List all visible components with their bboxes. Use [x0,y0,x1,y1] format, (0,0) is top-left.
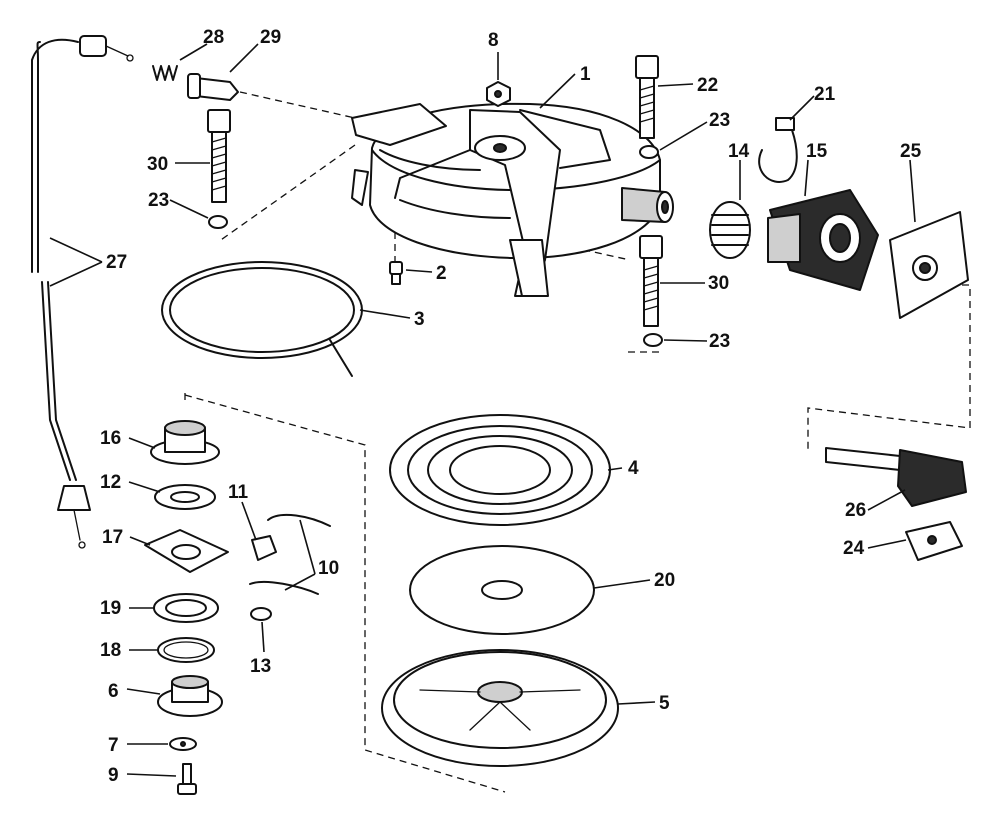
callout-17: 17 [102,527,123,548]
callout-12: 12 [100,472,121,493]
insert-part [905,521,963,561]
callout-6: 6 [108,681,119,702]
callout-4: 4 [628,458,639,479]
callout-16: 16 [100,428,121,449]
pulley-part [381,649,619,767]
callout-9: 9 [108,765,119,786]
cable-part [31,35,134,549]
callout-2: 2 [436,263,447,284]
callout-26: 26 [845,500,866,521]
callout-10: 10 [318,558,339,579]
callout-23-bottom: 23 [709,331,730,352]
washer-12-part [154,484,216,510]
callout-13: 13 [250,656,271,677]
recoil-spring-part [389,414,611,526]
callout-29: 29 [260,27,281,48]
gasket-part [144,529,229,573]
screw-part [389,261,403,285]
callout-3: 3 [414,309,425,330]
ring-part [157,637,215,663]
seal-part [153,593,219,623]
spring-part [152,65,178,81]
callout-8: 8 [488,30,499,51]
callout-7: 7 [108,735,119,756]
callout-22: 22 [697,75,718,96]
disc-part [409,545,595,635]
callout-28: 28 [203,27,224,48]
plate-part [889,211,969,319]
screw-9-part [177,763,197,795]
pawl-spring-part [249,513,331,595]
bolt-30-part [639,235,663,327]
spring-14-part [709,201,751,259]
callout-30-lower: 30 [708,273,729,294]
callout-labels: 1 2 3 4 5 6 7 8 9 10 11 12 13 14 15 16 1… [100,27,922,786]
callout-23-top: 23 [709,110,730,131]
nut-part [486,81,511,107]
lock-washer-part [208,145,663,347]
callout-30-upper: 30 [147,154,168,175]
hub-part [157,675,223,717]
callout-15: 15 [806,141,828,162]
cap-part [150,420,220,465]
plunger-part [187,73,239,101]
clamp-part [758,117,798,183]
callout-14: 14 [728,141,750,162]
callout-20: 20 [654,570,675,591]
callout-5: 5 [659,693,670,714]
washer-13-part [250,607,272,621]
grommet-part [767,189,879,291]
callout-21: 21 [814,84,836,105]
bolt-part [207,109,231,203]
bolt-22-part [635,55,659,139]
callout-19: 19 [100,598,121,619]
callout-27: 27 [106,252,127,273]
callout-23-left: 23 [148,190,169,211]
callout-24: 24 [843,538,865,559]
callout-11: 11 [228,482,249,503]
housing-part [351,102,674,297]
callout-1: 1 [580,64,591,85]
handle-part [825,447,967,507]
washer-7-part [169,737,197,751]
callout-18: 18 [100,640,121,661]
callout-25: 25 [900,141,922,162]
pawl-part [251,535,277,561]
rope-part [161,261,363,377]
leader-lines [49,43,916,777]
